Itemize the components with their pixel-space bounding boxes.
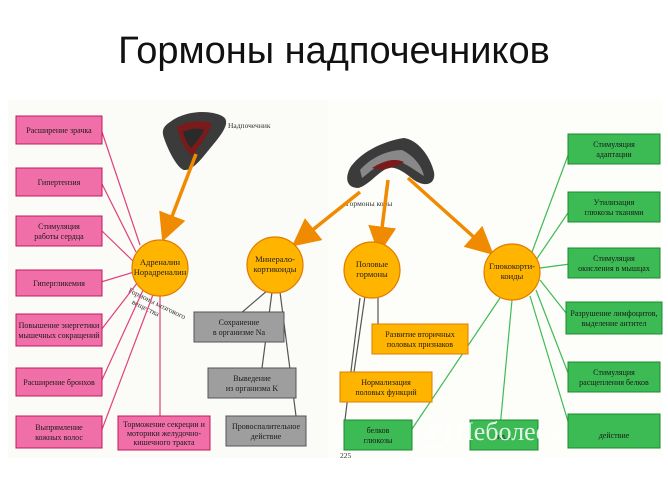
green-connectors — [409, 149, 571, 433]
gland-label-left: Надпочечник — [228, 121, 271, 130]
svg-text:Минерало-кортикоиды: Минерало-кортикоиды — [254, 254, 297, 274]
svg-text:Расширение зрачка: Расширение зрачка — [26, 126, 92, 135]
adrenal-gland-right-icon — [347, 138, 435, 188]
left-box: Расширение зрачка — [15, 115, 103, 145]
left-box: Гипертензия — [15, 167, 103, 197]
svg-text:Расширение бронхов: Расширение бронхов — [23, 378, 95, 387]
watermark: Неболеем Медицина и здоровье — [415, 414, 564, 461]
arrow-gland-to-mineral — [291, 190, 362, 247]
watermark-leaf-icon — [415, 414, 451, 450]
adrenal-gland-left-icon — [162, 112, 227, 171]
arrow-gland-to-adrenaline — [159, 153, 198, 242]
watermark-brand: Неболеем — [455, 417, 564, 446]
left-box: Расширение бронхов — [15, 367, 103, 397]
slide-title: Гормоны надпочечников — [118, 30, 550, 72]
left-box: Гипергликемия — [15, 269, 103, 297]
svg-text:Гипертензия: Гипертензия — [38, 178, 81, 187]
pink-connectors — [100, 128, 161, 433]
orange-connectors — [343, 295, 379, 429]
svg-text:на...: на... — [497, 432, 511, 441]
right-box: действие — [567, 413, 661, 449]
svg-text:Глюкокорти-коиды: Глюкокорти-коиды — [489, 261, 535, 281]
arrow-gland-to-gluco — [406, 176, 494, 256]
svg-text:действие: действие — [599, 431, 630, 440]
bottom-green-box: на... — [469, 419, 539, 451]
node-mineralocorticoids: Минерало-кортикоиды — [246, 236, 304, 294]
svg-text:Разрушение лимфоцитов,выделени: Разрушение лимфоцитов,выделение антител — [570, 309, 657, 328]
left-boxes: Расширение зрачка Гипертензия Стимуляция… — [15, 115, 103, 449]
gland-label-right: Гормоны коры — [346, 199, 392, 208]
node-glucocorticoids: Глюкокорти-коиды — [483, 243, 541, 301]
arrow-gland-to-sex — [368, 179, 397, 255]
page-number: 225 — [340, 451, 352, 460]
watermark-tagline: Медицина и здоровье — [458, 450, 550, 461]
right-box: Разрушение лимфоцитов,выделение антител — [565, 301, 663, 335]
svg-text:Гипергликемия: Гипергликемия — [33, 279, 85, 288]
